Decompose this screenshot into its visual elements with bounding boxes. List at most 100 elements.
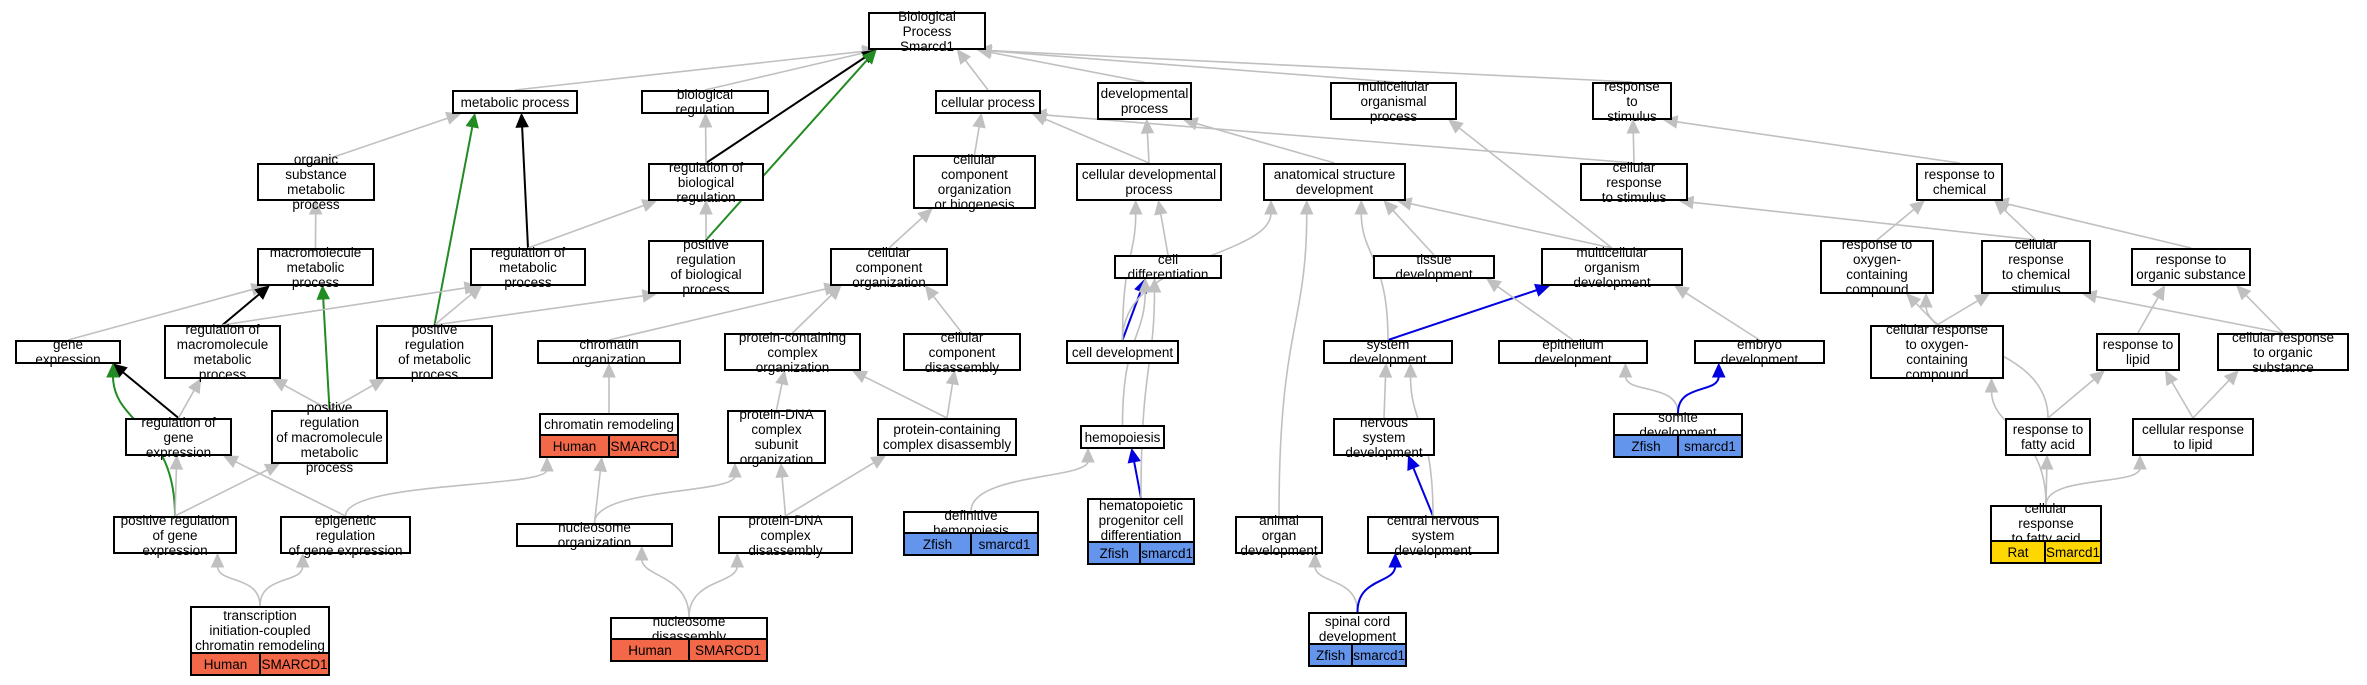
- arrowhead: [515, 112, 529, 128]
- arrowhead: [972, 112, 986, 129]
- gene-label: SMARCD1: [688, 640, 766, 660]
- go-term-cell-dev-proc: cellular developmental process: [1076, 163, 1222, 201]
- arrowhead: [2164, 369, 2179, 387]
- edge-resp-chemical-to-resp-stimulus: [1675, 120, 1960, 164]
- go-term-multi-org-dev: multicellular organism development: [1541, 245, 1683, 290]
- edge-nucleosome-org-to-chrom-remod: [593, 469, 602, 524]
- arrowhead: [2089, 370, 2105, 385]
- go-term-resp-org-sub: response to organic substance: [2131, 248, 2251, 286]
- go-term-embryo-dev: embryo development: [1694, 337, 1825, 367]
- go-term-bioreg: biological regulation: [641, 87, 769, 117]
- go-term-resp-fatty: response to fatty acid: [2005, 418, 2091, 456]
- go-term-bp: Biological Process Smarcd1: [868, 9, 986, 54]
- species-annotation-trans-init: Human SMARCD1: [190, 652, 330, 676]
- go-term-organic-sub: organic substance metabolic process: [257, 152, 375, 212]
- go-term-cc-org: cellular component organization: [830, 245, 948, 290]
- edge-nervous-dev-to-system-dev: [1383, 375, 1387, 419]
- edge-animal-organ-to-anat-struct: [1278, 212, 1308, 517]
- edge-cell-resp-fatty-to-cell-resp-lipid: [2045, 467, 2141, 506]
- arrowhead: [2151, 284, 2166, 302]
- arrowhead: [1081, 447, 1095, 463]
- edge-epi-reg-gene-to-chrom-remod: [344, 469, 548, 517]
- go-term-prot-disassembly: protein-containing complex disassembly: [877, 418, 1017, 456]
- species-label: Zfish: [1099, 545, 1129, 561]
- go-term-spinal-cord: spinal cord development: [1308, 612, 1407, 645]
- arrowhead: [1299, 199, 1314, 215]
- edge-multicellular-to-bp: [989, 50, 1394, 83]
- go-term-cell-resp-chem: cellular response to chemical stimulus: [1981, 237, 2091, 297]
- go-term-prot-dna-dis: protein-DNA complex disassembly: [718, 513, 853, 558]
- go-term-somite-dev: somite development: [1613, 410, 1743, 440]
- edge-prot-dna-sub-to-prot-cc-org: [775, 382, 783, 411]
- edge-nucleosome-dis-to-nucleosome-org: [640, 558, 690, 618]
- edge-gene-expr-to-macromol: [67, 288, 254, 341]
- edge-cell-resp-lipid-to-resp-lipid: [2170, 380, 2194, 419]
- edge-reg-macro-to-macromol: [221, 292, 261, 326]
- go-term-cell-resp-stim: cellular response to stimulus: [1580, 160, 1688, 205]
- edge-cell-resp-stim-to-cellular: [1044, 114, 1635, 164]
- arrowhead: [1264, 199, 1278, 215]
- go-term-resp-chemical: response to chemical: [1916, 163, 2003, 201]
- go-term-animal-organ: animal organ development: [1235, 513, 1323, 558]
- edge-pos-reg-metab-to-reg-metab: [433, 293, 473, 326]
- edge-bioreg-to-bp: [704, 51, 865, 91]
- gene-label: smarcd1: [1139, 543, 1193, 563]
- edge-ccobiog-to-cellular: [973, 125, 981, 156]
- go-term-anat-struct: anatomical structure development: [1263, 163, 1406, 201]
- edge-prot-cc-org-to-cc-org: [791, 293, 833, 334]
- go-term-pos-reg-gene: positive regulation of gene expression: [113, 513, 237, 558]
- arrowhead: [1154, 199, 1168, 216]
- edge-reg-gene-expr-to-gene-expr: [121, 370, 180, 419]
- go-term-resp-stimulus: response to stimulus: [1592, 79, 1672, 124]
- edge-cell-diff-to-cell-dev-proc: [1159, 212, 1169, 256]
- go-term-def-hemopoiesis: definitive hemopoiesis: [903, 508, 1039, 538]
- edge-prot-disassembly-to-cc-disassembly: [946, 382, 954, 419]
- edge-nucleosome-dis-to-prot-dna-dis: [688, 565, 739, 618]
- edge-cellular-to-bp: [964, 59, 989, 91]
- edge-tissue-dev-to-anat-struct: [1391, 209, 1435, 256]
- edge-pos-reg-macro-to-macromol: [322, 297, 331, 411]
- gene-label: smarcd1: [1677, 436, 1741, 456]
- species-label: Human: [203, 656, 248, 672]
- go-term-tissue-dev: tissue development: [1373, 252, 1495, 282]
- arrowhead: [2133, 454, 2147, 470]
- edge-prot-dna-dis-to-prot-disassembly: [785, 461, 876, 517]
- go-term-cell-resp-fatty: cellular response to fatty acid: [1990, 501, 2102, 546]
- edge-epith-dev-to-tissue-dev: [1496, 285, 1574, 341]
- gene-label: SMARCD1: [259, 654, 328, 674]
- go-term-chrom-org: chromatin organization: [537, 337, 681, 367]
- edge-pos-reg-metab-to-pos-reg-bio: [434, 294, 645, 326]
- edge-chrom-org-to-cc-org: [608, 287, 827, 341]
- edge-embryo-dev-to-multi-org-dev: [1684, 291, 1760, 341]
- go-term-reg-bio: regulation of biological regulation: [648, 160, 764, 205]
- edge-resp-lipid-to-resp-org-sub: [2137, 296, 2160, 334]
- arrowhead: [1909, 200, 1925, 215]
- edge-prot-disassembly-to-prot-cc-org: [863, 375, 948, 419]
- arrowhead: [1354, 199, 1369, 215]
- edge-reg-gene-expr-to-reg-macro: [177, 389, 196, 419]
- go-term-developmental: developmental process: [1097, 82, 1192, 120]
- edge-multi-org-dev-to-multicellular: [1457, 126, 1613, 249]
- edge-pos-reg-gene-to-pos-reg-macro: [174, 468, 269, 517]
- go-term-chrom-remod: chromatin remodeling: [539, 413, 679, 436]
- edge-cns-dev-to-nervous-dev: [1412, 466, 1434, 517]
- edge-hema-prog-to-hemopoiesis: [1132, 460, 1142, 499]
- go-term-cellular: cellular process: [935, 90, 1041, 114]
- edge-trans-init-to-pos-reg-gene: [216, 565, 261, 607]
- go-term-system-dev: system development: [1323, 337, 1453, 367]
- go-term-cell-diff: cell differentiation: [1114, 252, 1222, 282]
- edge-cell-resp-oxy-to-cell-resp-chem: [1936, 299, 1980, 326]
- edge-developmental-to-bp: [989, 51, 1145, 83]
- edge-pos-reg-macro-to-reg-macro: [283, 384, 330, 411]
- edge-resp-org-sub-to-resp-chemical: [2006, 203, 2192, 249]
- species-label: Zfish: [922, 536, 953, 552]
- edge-reg-metab-to-reg-bio: [527, 204, 646, 249]
- go-term-resp-oxy: response to oxygen-containing compound: [1820, 237, 1934, 297]
- go-term-cns-dev: central nervous system development: [1367, 513, 1499, 558]
- go-term-nervous-dev: nervous system development: [1333, 415, 1435, 460]
- arrowhead: [869, 455, 887, 469]
